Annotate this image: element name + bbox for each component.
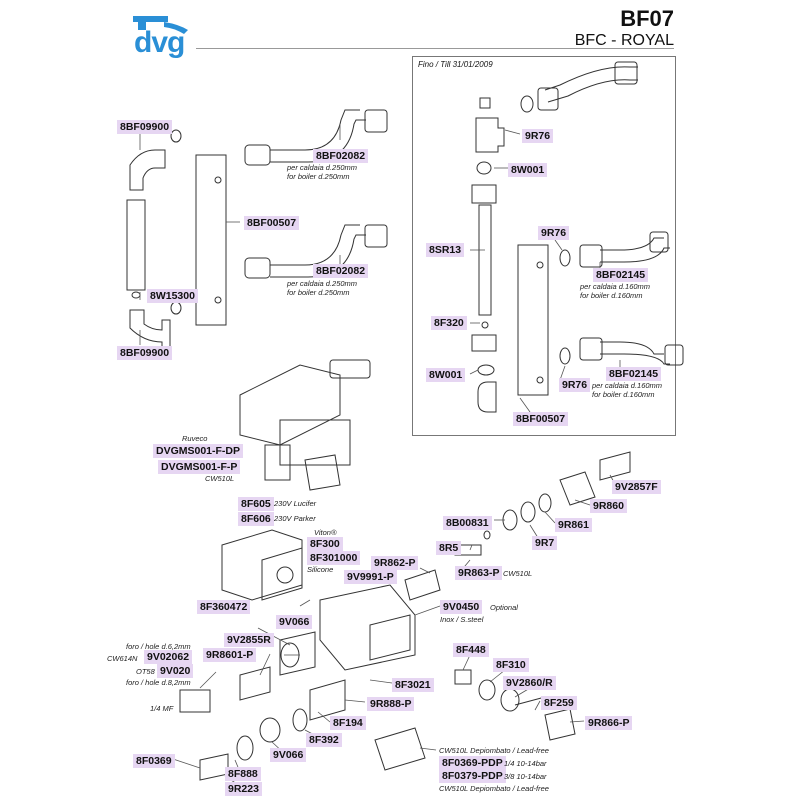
part-note: CW510L Depiombato / Lead-free xyxy=(439,746,549,755)
part-label: 9V0450 xyxy=(440,600,483,614)
page-subtitle: BFC - ROYAL xyxy=(574,32,674,49)
part-label: 9R76 xyxy=(538,226,570,240)
part-label: 8BF09900 xyxy=(117,120,173,134)
part-note: Viton® xyxy=(314,528,337,537)
part-note: Inox / S.steel xyxy=(440,615,484,624)
part-label: 8BF00507 xyxy=(244,216,300,230)
header-divider xyxy=(196,48,674,49)
part-note: CW510L xyxy=(503,569,533,578)
part-label: 8F448 xyxy=(453,643,489,657)
part-label: 8F3021 xyxy=(392,678,434,692)
brand-logo-text: dvg xyxy=(134,26,185,59)
right-fitting-chain xyxy=(179,451,631,781)
part-label: 8W15300 xyxy=(147,289,198,303)
part-label: 9V066 xyxy=(276,615,313,629)
part-note: Ruveco xyxy=(182,434,208,443)
part-note: Silicone xyxy=(307,565,334,574)
solenoid-coil xyxy=(221,529,303,601)
part-label: 8W001 xyxy=(426,368,466,382)
part-label: 9R7 xyxy=(532,536,558,550)
part-label: 9R861 xyxy=(555,518,592,532)
part-label: 9R866-P xyxy=(585,716,633,730)
part-label: DVGMS001-F-DP xyxy=(153,444,244,458)
part-label: 9V066 xyxy=(270,748,307,762)
part-note: foro / hole d.6,2mm xyxy=(126,642,191,651)
part-label: 8BF02145 xyxy=(593,268,649,282)
part-label: 9V2860/R xyxy=(503,676,556,690)
part-label: 8F888 xyxy=(225,767,261,781)
part-label: 8F360472 xyxy=(197,600,251,614)
part-label: 8BF02082 xyxy=(313,264,369,278)
main-valve-assembly xyxy=(239,359,371,491)
part-note: CW510L Depiombato / Lead-free xyxy=(439,784,549,793)
part-label: 8F392 xyxy=(306,733,342,747)
part-label: 9R863-P xyxy=(455,566,503,580)
part-label: 8F0369 xyxy=(133,754,175,768)
panel-parts xyxy=(471,61,684,413)
part-label: 8F320 xyxy=(431,316,467,330)
part-label: 8F0369-PDP xyxy=(439,756,506,770)
part-note: Optional xyxy=(490,603,518,612)
part-label: 8SR13 xyxy=(426,243,465,257)
part-note: 1/4 10-14bar xyxy=(504,759,547,768)
part-label: 8BF09900 xyxy=(117,346,173,360)
part-label: 8F301000 xyxy=(307,551,361,565)
part-label: 9V2855R xyxy=(224,633,274,647)
part-label: DVGMS001-F-P xyxy=(158,460,241,474)
left-fittings xyxy=(126,129,182,349)
part-label: 9R223 xyxy=(225,782,262,796)
part-label: 9V9991-P xyxy=(344,570,397,584)
boiler-pipes-250 xyxy=(244,109,388,279)
part-label: 8F300 xyxy=(307,537,343,551)
part-label: 8F310 xyxy=(493,658,529,672)
part-label: 8B00831 xyxy=(443,516,492,530)
part-note: CW510L xyxy=(205,474,235,483)
part-label: 8W001 xyxy=(508,163,548,177)
part-label: 8F605 xyxy=(238,497,274,511)
part-label: 9R888-P xyxy=(367,697,415,711)
part-label: 9V2857F xyxy=(612,480,661,494)
part-label: 8BF02145 xyxy=(606,367,662,381)
part-note: 230V Lucifer xyxy=(274,499,317,508)
legacy-parts-panel xyxy=(412,56,676,436)
part-label: 8F194 xyxy=(330,716,366,730)
panel-date-note: Fino / Till 31/01/2009 xyxy=(418,60,493,69)
part-label: 8BF02082 xyxy=(313,149,369,163)
part-note: OT58 xyxy=(136,667,155,676)
part-label: 9V020 xyxy=(157,664,194,678)
part-label: 9R862-P xyxy=(371,556,419,570)
part-label: 8R5 xyxy=(436,541,462,555)
part-note: 230V Parker xyxy=(274,514,316,523)
part-label: 8F259 xyxy=(541,696,577,710)
part-label: 9R8601-P xyxy=(203,648,257,662)
part-note: 3/8 10-14bar xyxy=(504,772,547,781)
part-label: 9V02062 xyxy=(144,650,193,664)
part-note: CW614N xyxy=(107,654,138,663)
part-label: 8BF00507 xyxy=(513,412,569,426)
part-label: 9R76 xyxy=(522,129,554,143)
dvg-logo-mark xyxy=(133,16,188,34)
part-note: foro / hole d.8,2mm xyxy=(126,678,191,687)
part-label: 9R860 xyxy=(590,499,627,513)
part-label: 8F606 xyxy=(238,512,274,526)
part-label: 9R76 xyxy=(559,378,591,392)
leader-lines xyxy=(139,125,621,787)
part-note: 1/4 MF xyxy=(150,704,174,713)
part-label: 8F0379-PDP xyxy=(439,769,506,783)
page-code: BF07 xyxy=(620,6,674,31)
